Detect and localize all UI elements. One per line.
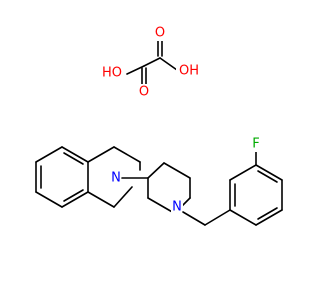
bond-fph-2 (229, 164, 257, 181)
atom-o-carbonyl-left: O (139, 85, 149, 100)
bond-c-oh-left (126, 65, 145, 75)
bond-pip-6 (181, 197, 191, 207)
bond-thiq-2 (113, 146, 141, 163)
bond-fph-double-2 (257, 170, 278, 183)
bond-thiq-5 (87, 191, 115, 208)
piperidine: N (121, 162, 191, 215)
bond-pip-2 (163, 162, 191, 179)
molecule-canvas: HO OH O O (35, 25, 283, 226)
bond-thiq-1 (87, 146, 115, 163)
atom-oh-right: OH (179, 64, 199, 79)
atom-n-piperidine: N (172, 200, 182, 215)
bond-pip-4 (147, 197, 175, 214)
bond-c-c-oxalic (143, 57, 161, 67)
bond-benz-double-2 (63, 189, 84, 202)
atom-n-isoquinoline: N (111, 171, 121, 186)
bond-n-ch2 (182, 211, 206, 226)
bond-benz-double-3 (63, 152, 84, 165)
bond-ch2-ring (204, 209, 231, 226)
atom-ho-left: HO (102, 66, 122, 81)
fluorobenzyl: F (182, 136, 283, 226)
bond-fph-double-3 (257, 207, 278, 220)
bond-c-oh-right (159, 57, 178, 71)
bond-fph-3 (255, 164, 283, 181)
tetrahydroisoquinoline: N (35, 146, 141, 208)
atom-o-carbonyl-right: O (155, 26, 165, 41)
bond-thiq-4 (113, 186, 133, 208)
bond-benz-2 (35, 191, 63, 208)
bond-fph-6 (229, 209, 257, 226)
bond-benz-6 (35, 146, 63, 163)
structure-drawing: HO OH O O (35, 25, 283, 226)
bond-benz-3 (61, 191, 89, 208)
bond-benz-5 (61, 146, 89, 163)
atom-fluorine: F (252, 137, 259, 152)
oxalic-acid: HO OH O O (101, 25, 200, 100)
bond-pip-1 (147, 162, 165, 179)
bond-fph-5 (255, 209, 283, 226)
